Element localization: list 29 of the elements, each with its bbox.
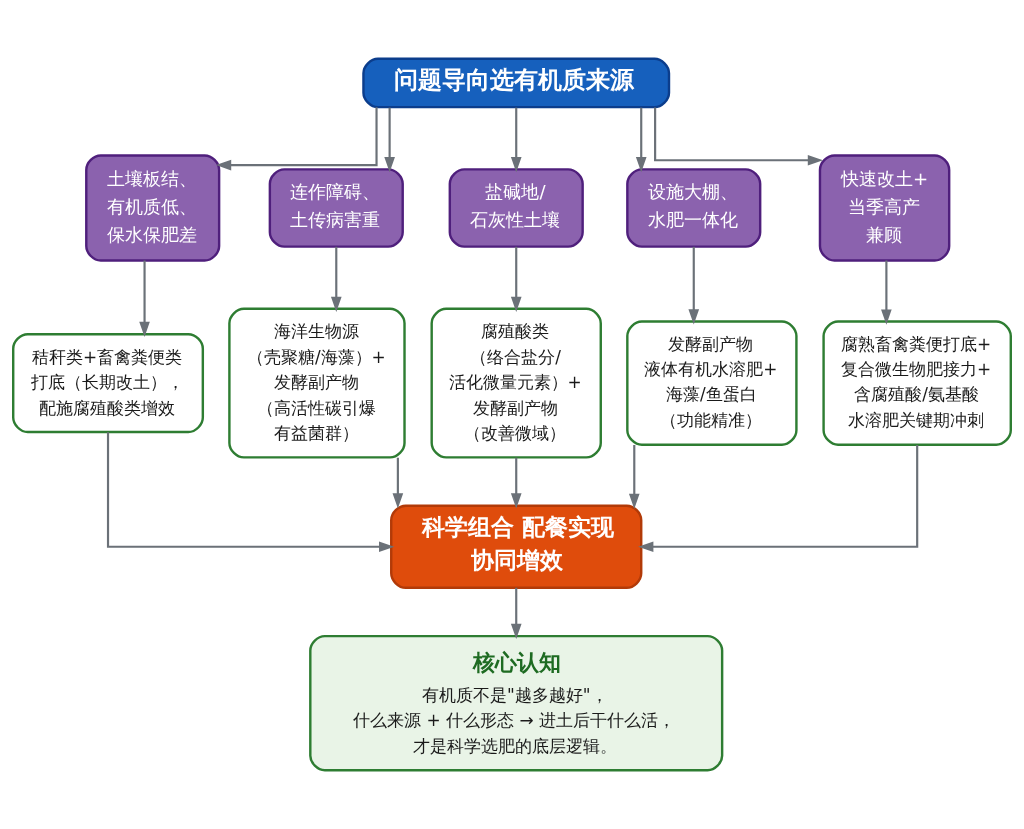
arrow bbox=[638, 444, 919, 553]
arrow bbox=[106, 432, 395, 553]
node-box: 秸秆类+畜禽粪便类打底（长期改土），配施腐殖酸类增效 bbox=[12, 333, 205, 434]
arrow bbox=[510, 587, 522, 639]
arrow bbox=[510, 107, 522, 173]
arrow bbox=[139, 260, 150, 337]
arrow bbox=[384, 107, 395, 173]
arrow bbox=[510, 246, 522, 313]
node-box: 快速改土+当季高产兼顾 bbox=[818, 154, 951, 262]
node-box: 设施大棚、水肥一体化 bbox=[626, 168, 762, 248]
arrow bbox=[330, 246, 342, 313]
arrow bbox=[688, 246, 700, 325]
node-box: 海洋生物源（壳聚糖/海藻）+发酵副产物（高活性碳引爆有益菌群） bbox=[228, 307, 406, 459]
arrow bbox=[510, 457, 522, 509]
node-box: 连作障碍、土传病害重 bbox=[268, 168, 404, 248]
node-box: 盐碱地/石灰性土壤 bbox=[448, 168, 584, 248]
node-box: 发酵副产物液体有机水溶肥+海藻/鱼蛋白（功能精准） bbox=[626, 320, 798, 446]
node-box: 问题导向选有机质来源 bbox=[362, 57, 671, 109]
arrow bbox=[635, 107, 647, 173]
arrow bbox=[881, 260, 892, 325]
arrow bbox=[628, 444, 640, 509]
node-box: 核心认知 有机质不是"越多越好"，什么来源 + 什么形态 → 进土后干什么活，才是科学选肥的底层逻辑。 bbox=[309, 634, 724, 772]
arrow bbox=[392, 457, 404, 509]
arrow bbox=[654, 107, 824, 166]
node-box: 科学组合 配餐实现协同增效 bbox=[390, 504, 643, 589]
node-box: 土壤板结、有机质低、保水保肥差 bbox=[85, 154, 221, 262]
arrow bbox=[215, 107, 378, 171]
node-box: 腐熟畜禽粪便打底+复合微生物肥接力+含腐殖酸/氨基酸水溶肥关键期冲刺 bbox=[822, 320, 1012, 446]
node-box: 腐殖酸类（络合盐分/活化微量元素）+发酵副产物（改善微域） bbox=[430, 307, 602, 459]
